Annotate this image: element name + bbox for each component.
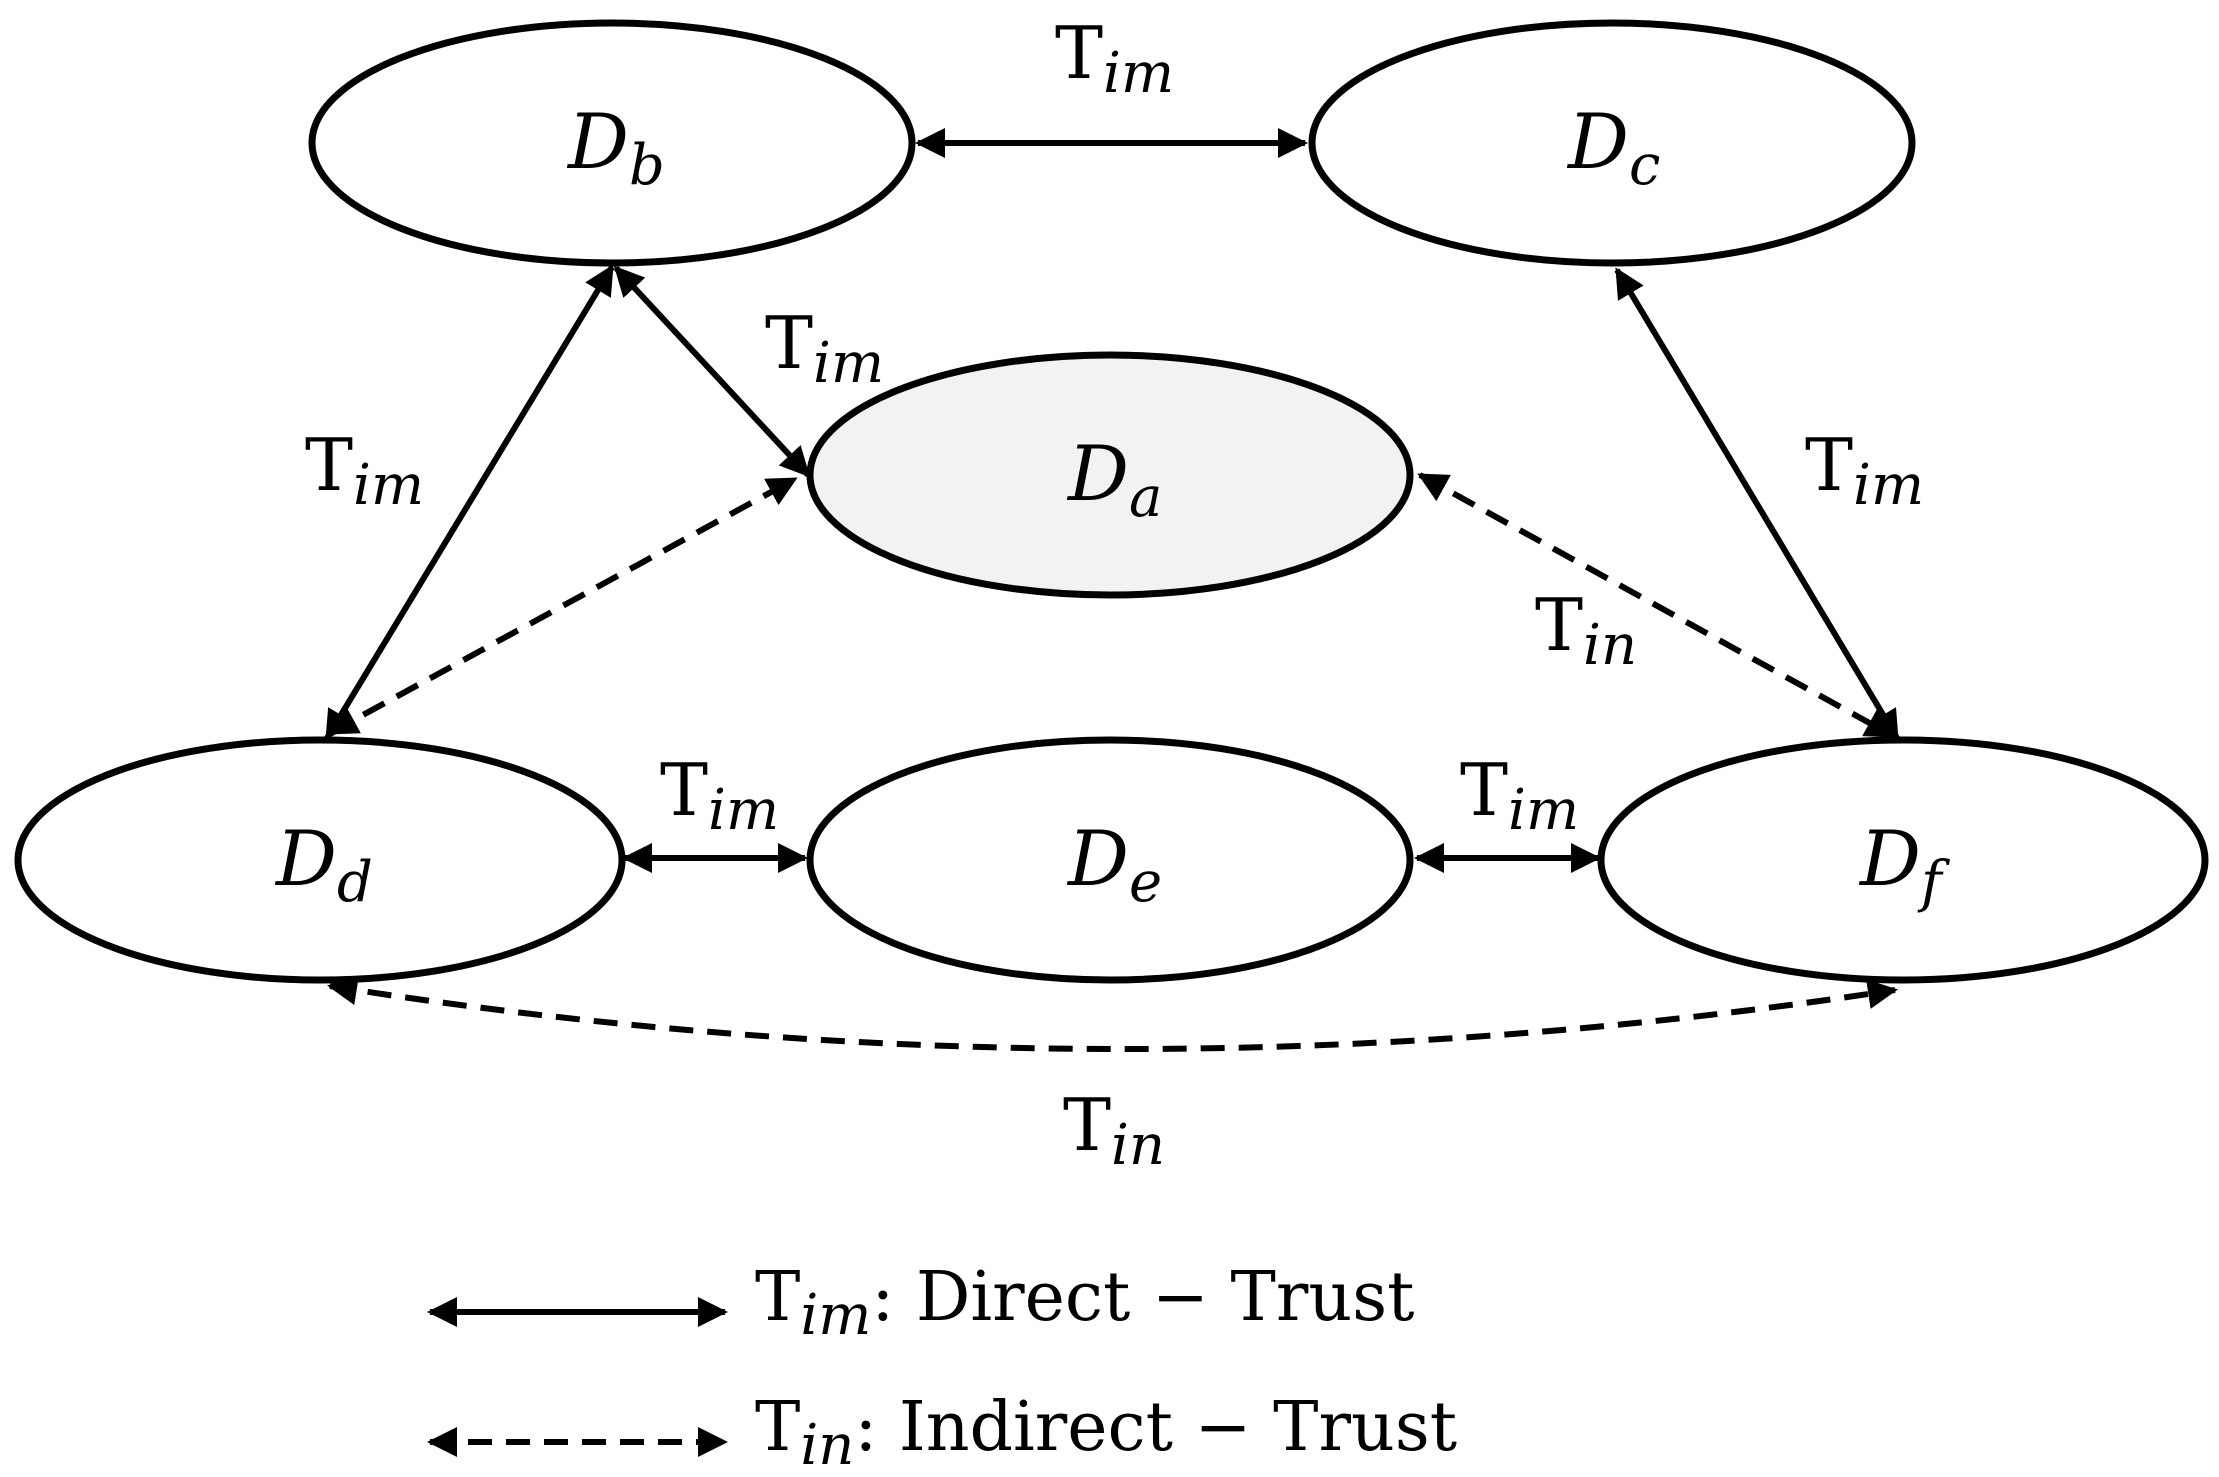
node-b-ellipse (308, 19, 916, 267)
node-d-ellipse (14, 736, 626, 984)
edge-label-c-f: Tim (1805, 423, 1924, 518)
legend-item-direct: Tim: Direct − Trust (427, 1258, 1414, 1348)
legend: Tim: Direct − Trust Tin: Indirect − Trus… (427, 1258, 1457, 1477)
node-c-ellipse (1308, 19, 1916, 267)
edge-d-f (327, 975, 1898, 1052)
edge-label-d-e: Tim (660, 748, 779, 843)
edge-b-a (613, 265, 811, 478)
node-d-label: Dd (274, 814, 373, 915)
node-f-ellipse (1597, 736, 2209, 984)
node-f: Df (1597, 736, 2209, 984)
node-c: Dc (1308, 19, 1916, 267)
edge-label-b-d: Tim (305, 423, 424, 518)
node-a: Da (806, 351, 1414, 599)
legend-indirect-label: Tin: Indirect − Trust (755, 1388, 1457, 1477)
legend-item-indirect: Tin: Indirect − Trust (427, 1388, 1457, 1477)
node-b-label: Db (566, 97, 665, 198)
node-c-label: Dc (1566, 97, 1660, 198)
edge-label-d-f: Tin (1063, 1083, 1165, 1178)
node-a-ellipse (806, 351, 1414, 599)
edge-d-a (327, 476, 798, 736)
edge-label-e-f: Tim (1460, 748, 1579, 843)
node-e: De (806, 736, 1414, 984)
edge-a-f (1417, 472, 1896, 739)
node-e-label: De (1066, 814, 1162, 915)
legend-direct-label: Tim: Direct − Trust (755, 1258, 1414, 1348)
edge-label-a-f: Tin (1535, 583, 1637, 678)
node-a-label: Da (1066, 429, 1162, 530)
edge-label-b-a: Tim (765, 301, 884, 396)
node-b: Db (308, 19, 916, 267)
node-e-ellipse (806, 736, 1414, 984)
node-d: Dd (14, 736, 626, 984)
edge-label-b-c: Tim (1055, 11, 1174, 106)
